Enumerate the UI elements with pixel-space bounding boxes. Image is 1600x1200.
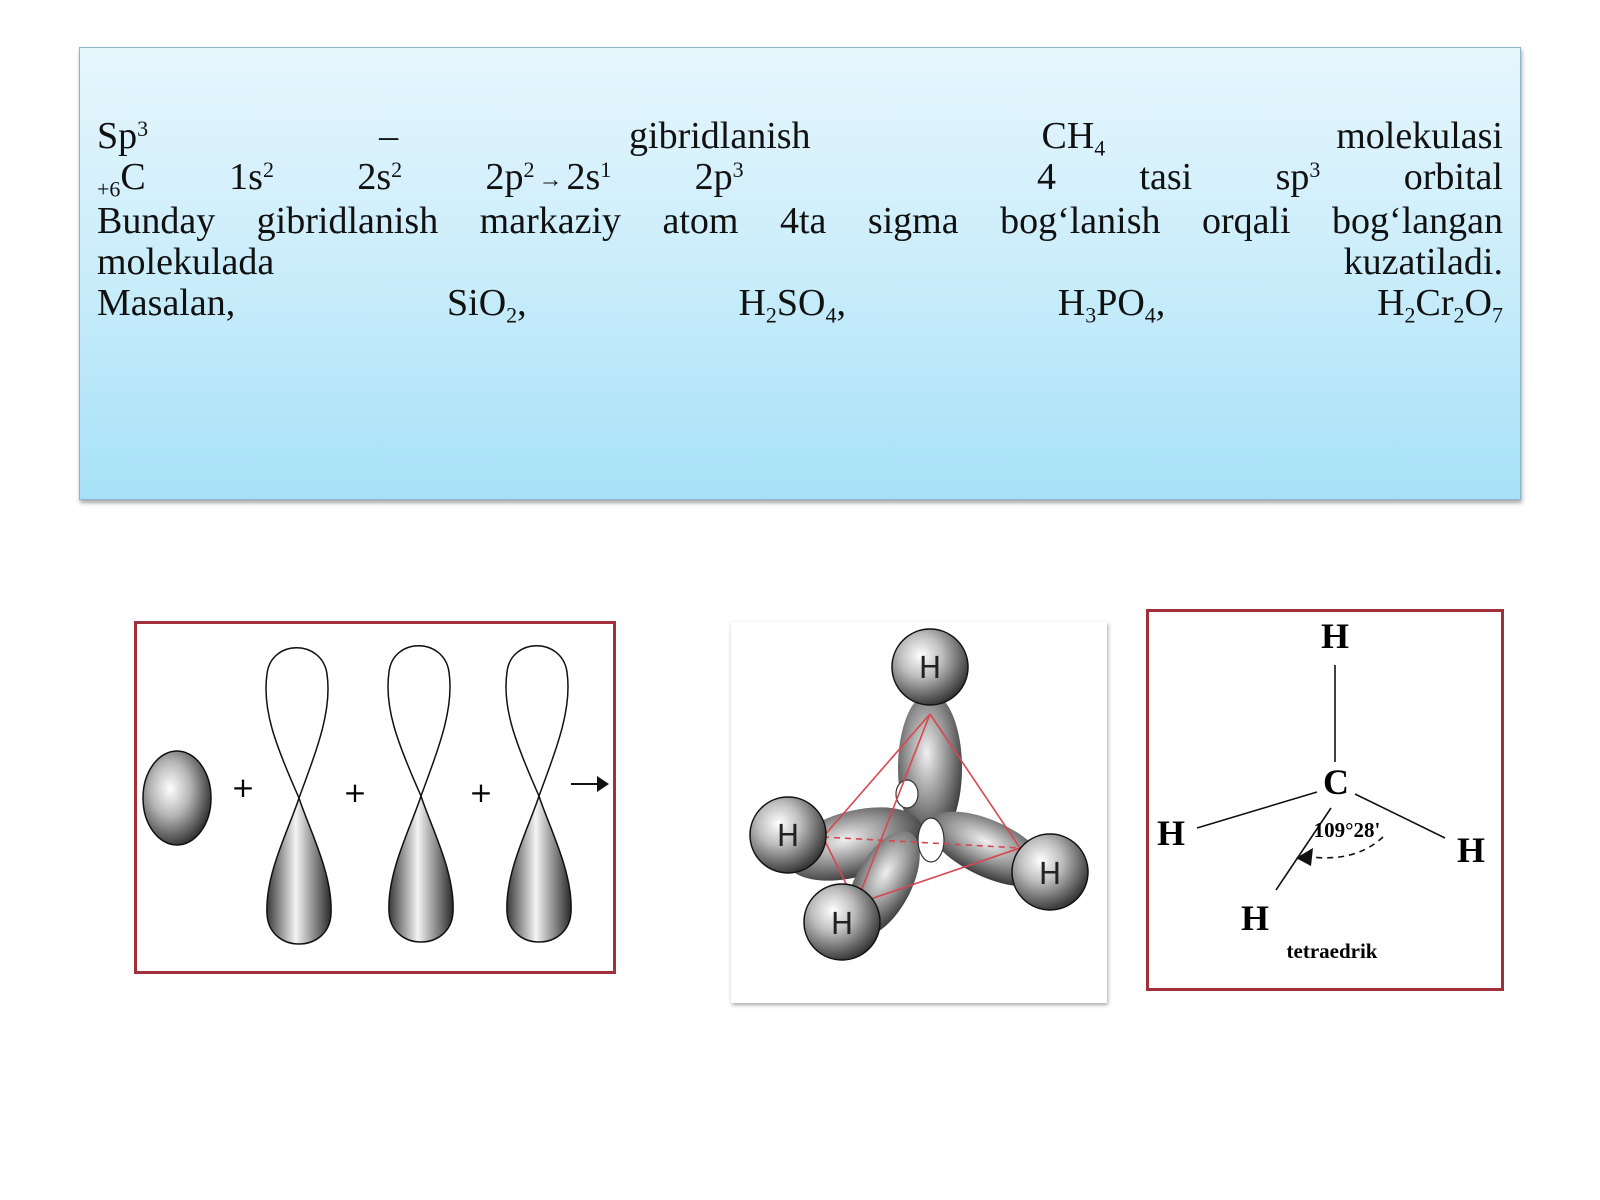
plus-sign: + bbox=[469, 776, 492, 809]
text-word: bog‘langan bbox=[1332, 199, 1503, 242]
text-word: atom bbox=[662, 199, 739, 242]
tetrahedral-structure: H C H H H 109°28' tetraedrik bbox=[1157, 616, 1485, 963]
word-masalan: Masalan, bbox=[97, 281, 236, 324]
atom-label-h: H bbox=[1157, 813, 1185, 853]
word-orbital: orbital bbox=[1403, 156, 1503, 198]
text-word: 4ta bbox=[779, 199, 827, 242]
text-word: sigma bbox=[867, 199, 959, 242]
text-line-5: Masalan, SiO2, H2SO4, H3PO4, H2Cr2O7 bbox=[97, 281, 1503, 328]
small-lobe bbox=[917, 817, 945, 863]
text-word: markaziy bbox=[479, 199, 622, 242]
hydrogen-atom: H bbox=[749, 796, 827, 874]
atom-label-h: H bbox=[1457, 830, 1485, 870]
p-orbital bbox=[387, 645, 454, 943]
hydrogen-atom: H bbox=[1011, 833, 1089, 911]
formula-h2so4: H2SO4, bbox=[738, 281, 846, 328]
tetrahedral-structure-panel: H C H H H 109°28' tetraedrik bbox=[1146, 609, 1504, 991]
word-four: 4 bbox=[1037, 156, 1057, 198]
text-word: gibridlanish bbox=[256, 199, 439, 242]
atom-label-h: H bbox=[1241, 898, 1269, 938]
methane-model-panel: H H H H bbox=[731, 622, 1107, 1003]
plus-sign: + bbox=[343, 776, 366, 809]
bond-angle-label: 109°28' bbox=[1314, 818, 1381, 842]
formula-h2cr2o7: H2Cr2O7 bbox=[1377, 281, 1503, 328]
p-orbital bbox=[505, 645, 572, 943]
svg-text:H: H bbox=[831, 907, 854, 942]
tetrahedron-edges bbox=[822, 713, 1021, 905]
text-word: bog‘lanish bbox=[1000, 199, 1161, 242]
formula-h3po4: H3PO4, bbox=[1057, 281, 1166, 328]
arrow-icon bbox=[1296, 848, 1313, 866]
carbon-term: +6C bbox=[97, 156, 146, 202]
orbital-2p3: 2p3 bbox=[694, 156, 744, 198]
atom-label-h: H bbox=[1321, 616, 1349, 656]
text-line-3: Bunday gibridlanish markaziy atom 4ta si… bbox=[97, 199, 1503, 242]
svg-text:H: H bbox=[777, 819, 800, 854]
orbital-2s: 2s2 bbox=[357, 156, 403, 198]
text-box: Sp3 – gibridlanish CH4 molekulasi +6C 1s… bbox=[79, 47, 1521, 500]
s-orbital bbox=[142, 750, 212, 846]
orbital-diagram: + + + bbox=[142, 645, 609, 945]
text-lines: Sp3 – gibridlanish CH4 molekulasi +6C 1s… bbox=[97, 115, 1503, 328]
text-line-1: Sp3 – gibridlanish CH4 molekulasi bbox=[97, 115, 1503, 161]
sp3-term: Sp3 bbox=[97, 115, 149, 157]
hydrogen-atom: H bbox=[891, 628, 969, 706]
sp3-orbital: sp3 bbox=[1275, 156, 1321, 198]
tetrahedral-caption: tetraedrik bbox=[1287, 939, 1378, 963]
arrow-icon bbox=[571, 776, 609, 792]
word-molekulasi: molekulasi bbox=[1336, 115, 1503, 157]
text-word: orqali bbox=[1201, 199, 1291, 242]
svg-text:H: H bbox=[919, 651, 942, 686]
text-word: Bunday bbox=[97, 199, 216, 242]
text-word: kuzatiladi. bbox=[1343, 240, 1503, 283]
formula-ch4: CH4 bbox=[1041, 115, 1106, 161]
plus-sign: + bbox=[231, 771, 254, 804]
text-word: molekulada bbox=[97, 240, 275, 283]
orbital-diagram-panel: + + + bbox=[134, 621, 616, 974]
methane-model: H H H H bbox=[749, 628, 1089, 961]
orbital-transition: 2p2→2s1 bbox=[485, 156, 612, 198]
orbital-1s: 1s2 bbox=[229, 156, 274, 198]
formula-sio2: SiO2, bbox=[447, 281, 527, 328]
p-orbital bbox=[265, 647, 332, 945]
hydrogen-atom: H bbox=[803, 883, 881, 961]
word-gibridlanish: gibridlanish bbox=[629, 115, 811, 157]
atom-label-c: C bbox=[1323, 762, 1349, 802]
text-line-2: +6C 1s2 2s2 2p2→2s1 2p3 4 tasi sp3 orbit… bbox=[97, 157, 1503, 201]
bond-lines bbox=[1196, 665, 1446, 891]
arrow-icon: → bbox=[538, 166, 563, 193]
svg-text:H: H bbox=[1039, 857, 1062, 892]
text-line-4: molekulada kuzatiladi. bbox=[97, 240, 1503, 283]
word-tasi: tasi bbox=[1139, 156, 1193, 198]
dash: – bbox=[379, 115, 399, 157]
